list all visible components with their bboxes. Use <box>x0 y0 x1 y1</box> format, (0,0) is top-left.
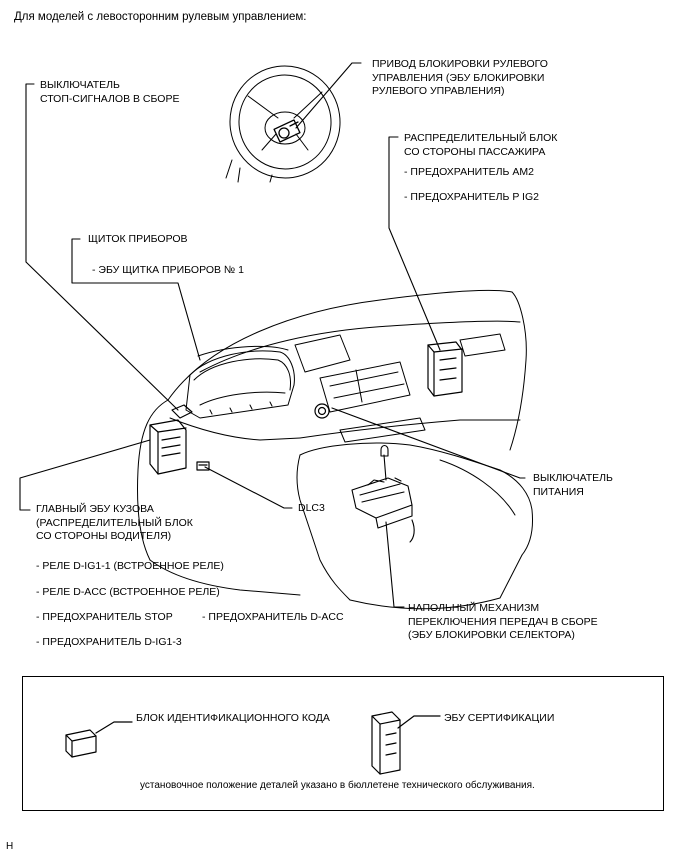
label-fuse-am2: - ПРЕДОХРАНИТЕЛЬ AM2 <box>404 166 534 178</box>
dashboard <box>137 289 533 610</box>
label-relay-ig1: - РЕЛЕ D-IG1-1 (ВСТРОЕННОЕ РЕЛЕ) <box>36 560 224 572</box>
label-id-code-box: БЛОК ИДЕНТИФИКАЦИОННОГО КОДА <box>136 712 330 724</box>
label-line: ПЕРЕКЛЮЧЕНИЯ ПЕРЕДАЧ В СБОРЕ <box>408 615 598 628</box>
label-dlc3: DLC3 <box>298 502 325 514</box>
label-main-body-ecu: ГЛАВНЫЙ ЭБУ КУЗОВА (РАСПРЕДЕЛИТЕЛЬНЫЙ БЛ… <box>36 503 193 544</box>
label-line: (РАСПРЕДЕЛИТЕЛЬНЫЙ БЛОК <box>36 516 193 529</box>
dlc3-connector <box>196 461 210 471</box>
label-meter-ecu: - ЭБУ ЩИТКА ПРИБОРОВ № 1 <box>92 264 244 276</box>
label-fuse-dacc: - ПРЕДОХРАНИТЕЛЬ D-ACC <box>202 611 344 623</box>
label-line: СТОП-СИГНАЛОВ В СБОРЕ <box>40 92 180 105</box>
label-meter: ЩИТОК ПРИБОРОВ <box>88 233 188 245</box>
box-note: установочное положение деталей указано в… <box>140 780 535 791</box>
label-fuse-pig2: - ПРЕДОХРАНИТЕЛЬ P IG2 <box>404 191 539 203</box>
label-shift-lever: НАПОЛЬНЫЙ МЕХАНИЗМ ПЕРЕКЛЮЧЕНИЯ ПЕРЕДАЧ … <box>408 602 598 643</box>
id-code-box <box>65 721 133 758</box>
shift-lever-assembly <box>351 444 415 543</box>
label-line: ПИТАНИЯ <box>533 485 584 498</box>
label-stop-light-switch: ВЫКЛЮЧАТЕЛЬ СТОП-СИГНАЛОВ В СБОРЕ <box>40 79 179 106</box>
label-steering-lock: ПРИВОД БЛОКИРОВКИ РУЛЕВОГО УПРАВЛЕНИЯ (Э… <box>372 58 548 99</box>
label-power-switch: ВЫКЛЮЧАТЕЛЬ ПИТАНИЯ <box>533 472 613 499</box>
steering-lock-actuator <box>273 119 301 143</box>
certification-ecu <box>371 711 441 775</box>
steering-wheel <box>225 65 341 183</box>
label-line: УПРАВЛЕНИЯ (ЭБУ БЛОКИРОВКИ <box>372 71 545 84</box>
label-line: (ЭБУ БЛОКИРОВКИ СЕЛЕКТОРА) <box>408 629 575 641</box>
label-line: РУЛЕВОГО УПРАВЛЕНИЯ) <box>372 85 505 97</box>
combination-meter <box>185 345 295 419</box>
label-line: ПРИВОД БЛОКИРОВКИ РУЛЕВОГО <box>372 58 548 70</box>
leader-lines <box>19 62 526 608</box>
label-line: ГЛАВНЫЙ ЭБУ КУЗОВА <box>36 503 154 515</box>
label-line: ВЫКЛЮЧАТЕЛЬ <box>533 472 613 484</box>
label-line: СО СТОРОНЫ ВОДИТЕЛЯ) <box>36 530 172 542</box>
additional-parts-box <box>22 676 664 811</box>
power-switch <box>314 403 330 419</box>
corner-mark: H <box>6 841 14 852</box>
main-body-ecu <box>149 404 193 475</box>
label-certification-ecu: ЭБУ СЕРТИФИКАЦИИ <box>444 712 555 724</box>
label-fuse-stop: - ПРЕДОХРАНИТЕЛЬ STOP <box>36 611 173 623</box>
label-line: ВЫКЛЮЧАТЕЛЬ <box>40 79 120 91</box>
label-passenger-jb: РАСПРЕДЕЛИТЕЛЬНЫЙ БЛОК СО СТОРОНЫ ПАССАЖ… <box>404 132 557 159</box>
label-line: РАСПРЕДЕЛИТЕЛЬНЫЙ БЛОК <box>404 132 558 144</box>
passenger-junction-block <box>427 341 463 397</box>
label-relay-acc: - РЕЛЕ D-ACC (ВСТРОЕННОЕ РЕЛЕ) <box>36 586 220 598</box>
label-line: НАПОЛЬНЫЙ МЕХАНИЗМ <box>408 602 540 614</box>
label-line: СО СТОРОНЫ ПАССАЖИРА <box>404 145 546 158</box>
label-fuse-ig13: - ПРЕДОХРАНИТЕЛЬ D-IG1-3 <box>36 636 182 648</box>
page-header: Для моделей с левосторонним рулевым упра… <box>14 11 307 23</box>
